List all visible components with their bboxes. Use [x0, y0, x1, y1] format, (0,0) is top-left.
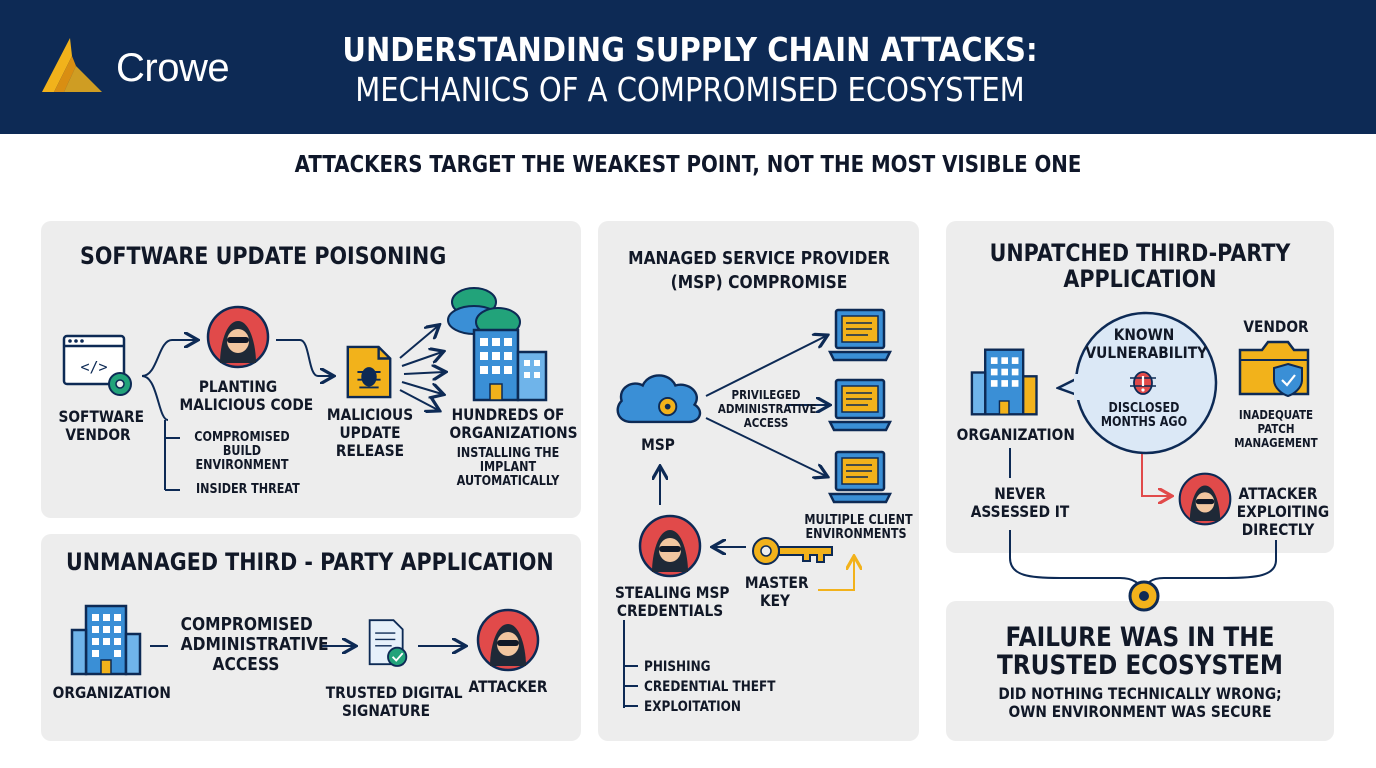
bug-alert-icon — [1130, 371, 1156, 395]
exploiting-attacker-icon — [1178, 472, 1232, 526]
title-line-1: UNDERSTANDING SUPPLY CHAIN ATTACKS: — [342, 30, 1038, 69]
stealing-credentials-label: STEALING MSP CREDENTIALS — [614, 583, 730, 620]
org-building-icon — [970, 348, 1038, 416]
panel-msp-title: MANAGED SERVICE PROVIDER (MSP) COMPROMIS… — [628, 248, 890, 293]
panel-unmanaged-title: UNMANAGED THIRD - PARTY APPLICATION — [66, 548, 554, 576]
master-key-label: MASTER KEY — [744, 573, 809, 610]
failure-body: DID NOTHING TECHNICALLY WRONG; OWN ENVIR… — [998, 684, 1282, 721]
malicious-update-label: MALICIOUS UPDATE RELEASE — [326, 405, 414, 460]
signed-document-icon — [368, 619, 408, 667]
multiple-clients-label: MULTIPLE CLIENT ENVIRONMENTS — [804, 513, 913, 542]
installing-implant-label: INSTALLING THE IMPLANT AUTOMATICALLY — [456, 446, 560, 489]
compromised-build-label: COMPROMISED BUILD ENVIRONMENT — [194, 430, 290, 473]
panel-unpatched-title: UNPATCHED THIRD-PARTY APPLICATION — [989, 239, 1291, 293]
method-phishing: PHISHING — [644, 659, 711, 675]
svg-text:</>: </> — [80, 358, 107, 376]
bug-package-icon — [346, 345, 392, 399]
header-banner: Crowe UNDERSTANDING SUPPLY CHAIN ATTACKS… — [0, 0, 1376, 134]
code-window-icon: </> — [62, 334, 132, 396]
title-line-2: MECHANICS OF A COMPROMISED ECOSYSTEM — [355, 70, 1025, 109]
inadequate-patch-label: INADEQUATE PATCH MANAGEMENT — [1234, 408, 1318, 450]
org-label: ORGANIZATION — [956, 425, 1075, 444]
software-vendor-label: SOFTWARE VENDOR — [58, 407, 145, 444]
hacker-icon — [206, 305, 270, 369]
msp-label: MSP — [641, 435, 675, 454]
attacker-icon — [476, 608, 540, 672]
client-laptop-icon-3 — [828, 450, 892, 504]
attacker-exploiting-label: ATTACKER EXPLOITING DIRECTLY — [1236, 484, 1330, 539]
client-laptop-icon-1 — [828, 308, 892, 362]
page-title: UNDERSTANDING SUPPLY CHAIN ATTACKS: MECH… — [320, 30, 1059, 110]
hundreds-of-orgs-label: HUNDREDS OF ORGANIZATIONS — [449, 405, 578, 442]
method-exploitation: EXPLOITATION — [644, 699, 741, 715]
planting-code-label: PLANTING MALICIOUS CODE — [179, 377, 314, 414]
master-key-icon — [752, 537, 833, 565]
insider-threat-label: INSIDER THREAT — [196, 482, 300, 497]
organization-label: ORGANIZATION — [52, 683, 171, 702]
attacker-label: ATTACKER — [468, 677, 548, 696]
never-assessed-label: NEVER ASSESSED IT — [970, 484, 1070, 521]
panel-failure — [946, 601, 1334, 741]
privileged-access-label: PRIVILEGED ADMINISTRATIVE ACCESS — [717, 388, 817, 430]
client-laptop-icon-2 — [828, 378, 892, 432]
compromised-access-label: COMPROMISED ADMINISTRATIVE ACCESS — [180, 614, 329, 675]
failure-title: FAILURE WAS IN THE TRUSTED ECOSYSTEM — [996, 622, 1284, 681]
method-credential-theft: CREDENTIAL THEFT — [644, 679, 776, 695]
logo-text: Crowe — [116, 46, 230, 90]
msp-hacker-icon — [638, 514, 702, 578]
organization-building-icon — [70, 604, 142, 676]
organizations-cloud-icon — [447, 287, 548, 402]
trusted-signature-label: TRUSTED DIGITAL SIGNATURE — [325, 683, 463, 720]
vendor-folder-shield-icon — [1238, 340, 1310, 398]
known-vulnerability-label: KNOWN VULNERABILITY — [1085, 325, 1208, 362]
msp-cloud-icon — [616, 374, 702, 424]
disclosed-label: DISCLOSED MONTHS AGO — [1100, 401, 1188, 430]
crowe-logo-icon — [42, 38, 102, 92]
panel-update-title: SOFTWARE UPDATE POISONING — [80, 242, 447, 270]
tagline: ATTACKERS TARGET THE WEAKEST POINT, NOT … — [294, 152, 1082, 178]
vendor-label: VENDOR — [1243, 317, 1309, 336]
